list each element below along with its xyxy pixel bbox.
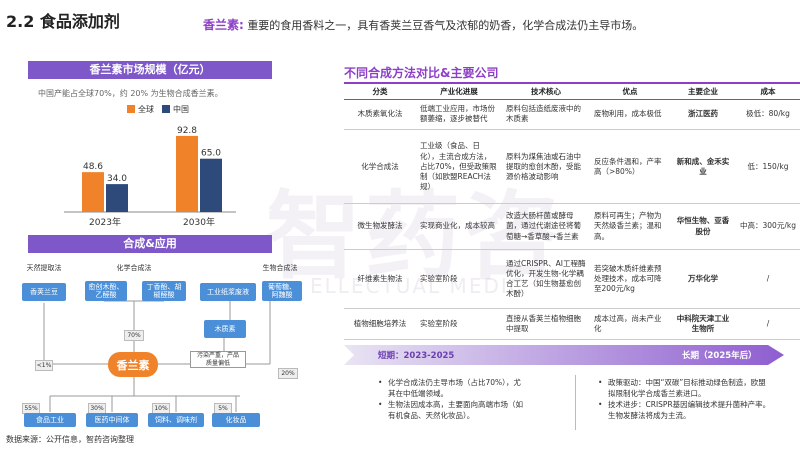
legend-item-global: 全球 [127,104,154,115]
cell-tech-core: 通过CRISPR、AI工程酶优化，开发生物-化学耦合工艺（如生物基愈创木酚） [502,248,590,310]
pct-bio: 20% [278,368,298,379]
header-advantage: 优点 [590,82,670,100]
cell-advantage: 废物利用，成本极低 [590,98,670,131]
output-pharma-intermediate: 医药中间体 [86,413,138,427]
data-label-0-1: 92.8 [177,126,197,136]
output-feed-flavoring: 饲料、调味剂 [148,413,204,427]
source-guaiacol: 愈创木酚、 乙醛酸 [85,281,127,301]
short-term-list: •化学合成法仍主导市场（占比70%），尤其在中低端领域。 •生物法因成本高，主要… [378,378,528,422]
bar-1-0 [106,184,128,212]
header-companies: 主要企业 [670,82,736,100]
cell-advantage: 原料可再生；产物为天然级香兰素；温和高。 [590,203,670,250]
output-food-industry: 食品工业 [24,413,76,427]
table-row: 木质素氧化法 低端工业应用，市场份额萎缩，逐步被替代 原料包括造纸废液中的木质素… [344,98,800,131]
header-progress: 产业化进展 [416,82,502,100]
source-note: 数据来源：公开信息，智药咨询整理 [6,435,134,444]
list-item: •生物法因成本高，主要面向高端市场（如有机食品、天然化妆品）。 [378,399,523,420]
market-panel-title: 香兰素市场规模（亿元） [28,61,272,79]
timeline-arrow-shape [344,345,784,365]
table-row: 化学合成法 工业级（食品、日化），主流合成方法，占比70%，但受政策限制（如欧盟… [344,129,800,205]
label-natural-extraction: 天然提取法 [26,264,62,272]
long-term-list: •政策驱动：中国“双碳”目标推动绿色制造，欧盟拟限制化学合成香兰素进口。 •技术… [598,378,773,422]
timeline-short: 短期：2023-2025 [378,351,455,361]
cell-tech-core: 原料为煤焦油或石油中提取的愈创木酚，受能源价格波动影响 [502,129,590,205]
cell-progress: 工业级（食品、日化），主流合成方法，占比70%，但受政策限制（如欧盟REACH法… [416,129,502,205]
source-lignin: 木质素 [204,320,246,338]
label-bio-synthesis: 生物合成法 [262,264,298,272]
cell-progress: 实现商业化，成本较高 [416,203,502,250]
category-label-1: 2030年 [183,216,215,228]
cell-companies: 中科院天津工业生物所 [670,308,736,340]
cell-tech-core: 改造大肠杆菌或酵母菌，通过代谢途径将葡萄糖→香草酸→香兰素 [502,203,590,250]
table-header-row: 分类 产业化进展 技术核心 优点 主要企业 成本 [344,82,800,100]
cell-category: 植物细胞培养法 [344,308,416,340]
cell-cost: 极低：80/kg [736,98,800,131]
cell-tech-core: 原料包括造纸废液中的木质素 [502,98,590,131]
list-item: •化学合成法仍主导市场（占比70%），尤其在中低端领域。 [378,378,521,398]
pct-chemical: 70% [124,330,144,341]
bar-0-0 [82,172,104,212]
label-chemical-synthesis: 化学合成法 [116,264,152,272]
header-cost: 成本 [736,82,800,100]
source-glucose: 葡萄糖、 阿魏酸 [262,281,302,301]
category-label-0: 2023年 [89,216,121,228]
data-label-0-0: 48.6 [83,162,103,172]
page-title: 2.2 食品添加剂 [6,12,120,31]
cell-cost: 低：150/kg [736,129,800,205]
cell-cost: 中高：300元/kg [736,203,800,250]
cell-advantage: 成本过高，尚未产业化 [590,308,670,340]
cell-category: 化学合成法 [344,129,416,205]
market-note: 中国产能占全球70%，约 20% 为生物合成香兰素。 [38,89,223,98]
chart-legend: 全球 中国 [127,104,189,115]
methods-table: 分类 产业化进展 技术核心 优点 主要企业 成本 木质素氧化法 低端工业应用，市… [344,82,800,340]
vanillin-center: 香兰素 [108,352,158,377]
cell-cost: / [736,308,800,340]
market-bar-chart: 48.6 34.0 2023年 92.8 65.0 2030年 [64,126,236,228]
output-cosmetics: 化妆品 [212,413,260,427]
cell-progress: 实验室阶段 [416,308,502,340]
cell-progress: 实验室阶段 [416,248,502,310]
cell-companies: 浙江医药 [670,98,736,131]
table-row: 微生物发酵法 实现商业化，成本较高 改造大肠杆菌或酵母菌，通过代谢途径将葡萄糖→… [344,203,800,250]
flow-panel-title: 合成&应用 [28,235,272,253]
list-item: •技术进步：CRISPR基因编辑技术提升菌种产率。生物发酵法将成为主流。 [598,399,771,420]
timeline-divider [575,375,576,430]
cell-advantage: 若突破木质纤维素预处理技术，成本可降至200元/kg [590,248,670,310]
cell-progress: 低端工业应用，市场份额萎缩，逐步被替代 [416,98,502,131]
legend-item-china: 中国 [162,104,189,115]
source-eugenol: 丁香酚、胡 椒醛酸 [142,281,186,301]
header-category: 分类 [344,82,416,100]
cell-companies: 万华化学 [670,248,736,310]
intro-highlight: 香兰素: [203,18,244,32]
table-row: 纤维素生物法 实验室阶段 通过CRISPR、AI工程酶优化，开发生物-化学耦合工… [344,248,800,310]
pollution-note: 污染严重，产品 质量偏低 [190,351,246,368]
timeline-arrow: 短期：2023-2025 长期（2025年后） [344,345,784,365]
table-row: 植物细胞培养法 实验室阶段 直接从香荚兰植物细胞中提取 成本过高，尚未产业化 中… [344,308,800,340]
cell-cost: / [736,248,800,310]
data-label-1-1: 65.0 [201,149,221,159]
cell-tech-core: 直接从香荚兰植物细胞中提取 [502,308,590,340]
intro-text: 重要的食用香料之一，具有香荚兰豆香气及浓郁的奶香，化学合成法仍主导市场。 [247,19,644,32]
methods-title: 不同合成方法对比&主要公司 [344,66,499,80]
cell-companies: 华恒生物、亚香股份 [670,203,736,250]
bar-0-1 [176,135,198,212]
cell-companies: 新和成、金禾实业 [670,129,736,205]
list-item: •政策驱动：中国“双碳”目标推动绿色制造，欧盟拟限制化学合成香兰素进口。 [598,378,766,398]
source-vanilla-bean: 香荚兰豆 [22,283,66,301]
cell-advantage: 反应条件温和，产率高（>80%） [590,129,670,205]
flow-connectors [43,300,271,412]
pct-natural: <1% [35,360,53,371]
cell-category: 纤维素生物法 [344,248,416,310]
source-pulp-waste: 工业纸浆废液 [200,283,256,301]
bar-1-1 [200,158,222,212]
header-tech-core: 技术核心 [502,82,590,100]
intro-line: 香兰素: 重要的食用香料之一，具有香荚兰豆香气及浓郁的奶香，化学合成法仍主导市场… [203,16,643,33]
timeline-long: 长期（2025年后） [682,351,757,361]
cell-category: 微生物发酵法 [344,203,416,250]
cell-category: 木质素氧化法 [344,98,416,131]
data-label-1-0: 34.0 [107,174,127,184]
